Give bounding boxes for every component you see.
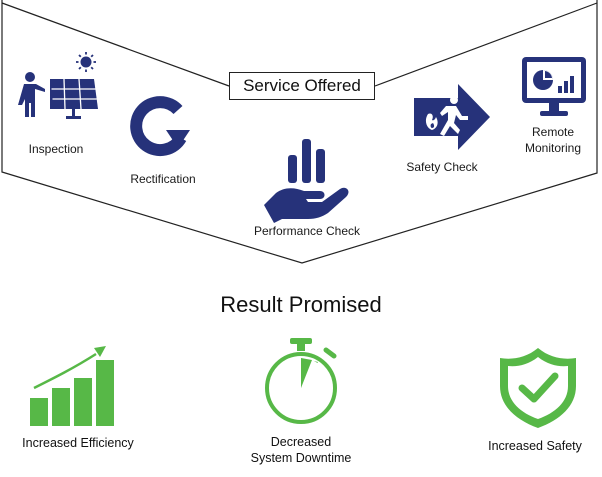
service-label-rectification: Rectification [130,172,196,186]
result-label-increased-efficiency: Increased Efficiency [22,436,134,450]
shield-check-icon [500,348,576,428]
emergency-exit-icon [414,84,490,150]
remote-monitoring-line-2: Monitoring [524,141,582,155]
growth-bars-icon [30,346,114,426]
result-label-increased-safety: Increased Safety [488,439,582,453]
remote-monitoring-line-1: Remote [531,125,575,139]
service-label-inspection: Inspection [28,142,84,156]
result-promised-title: Result Promised [220,292,382,317]
downtime-line-2: System Downtime [250,451,352,465]
stopwatch-icon [265,338,337,424]
service-label-remote-monitoring: Remote Monitoring [510,124,596,156]
hand-bar-chart-icon [264,139,349,223]
service-label-safety-check: Safety Check [406,160,478,174]
refresh-arrow-icon [130,96,190,157]
result-label-decreased-downtime: Decreased System Downtime [232,434,370,466]
service-offered-title: Service Offered [229,72,375,100]
downtime-line-1: Decreased [270,435,332,449]
service-label-performance-check: Performance Check [253,224,361,238]
monitor-dashboard-icon [522,57,586,116]
solar-panel-inspection-icon [18,52,98,119]
